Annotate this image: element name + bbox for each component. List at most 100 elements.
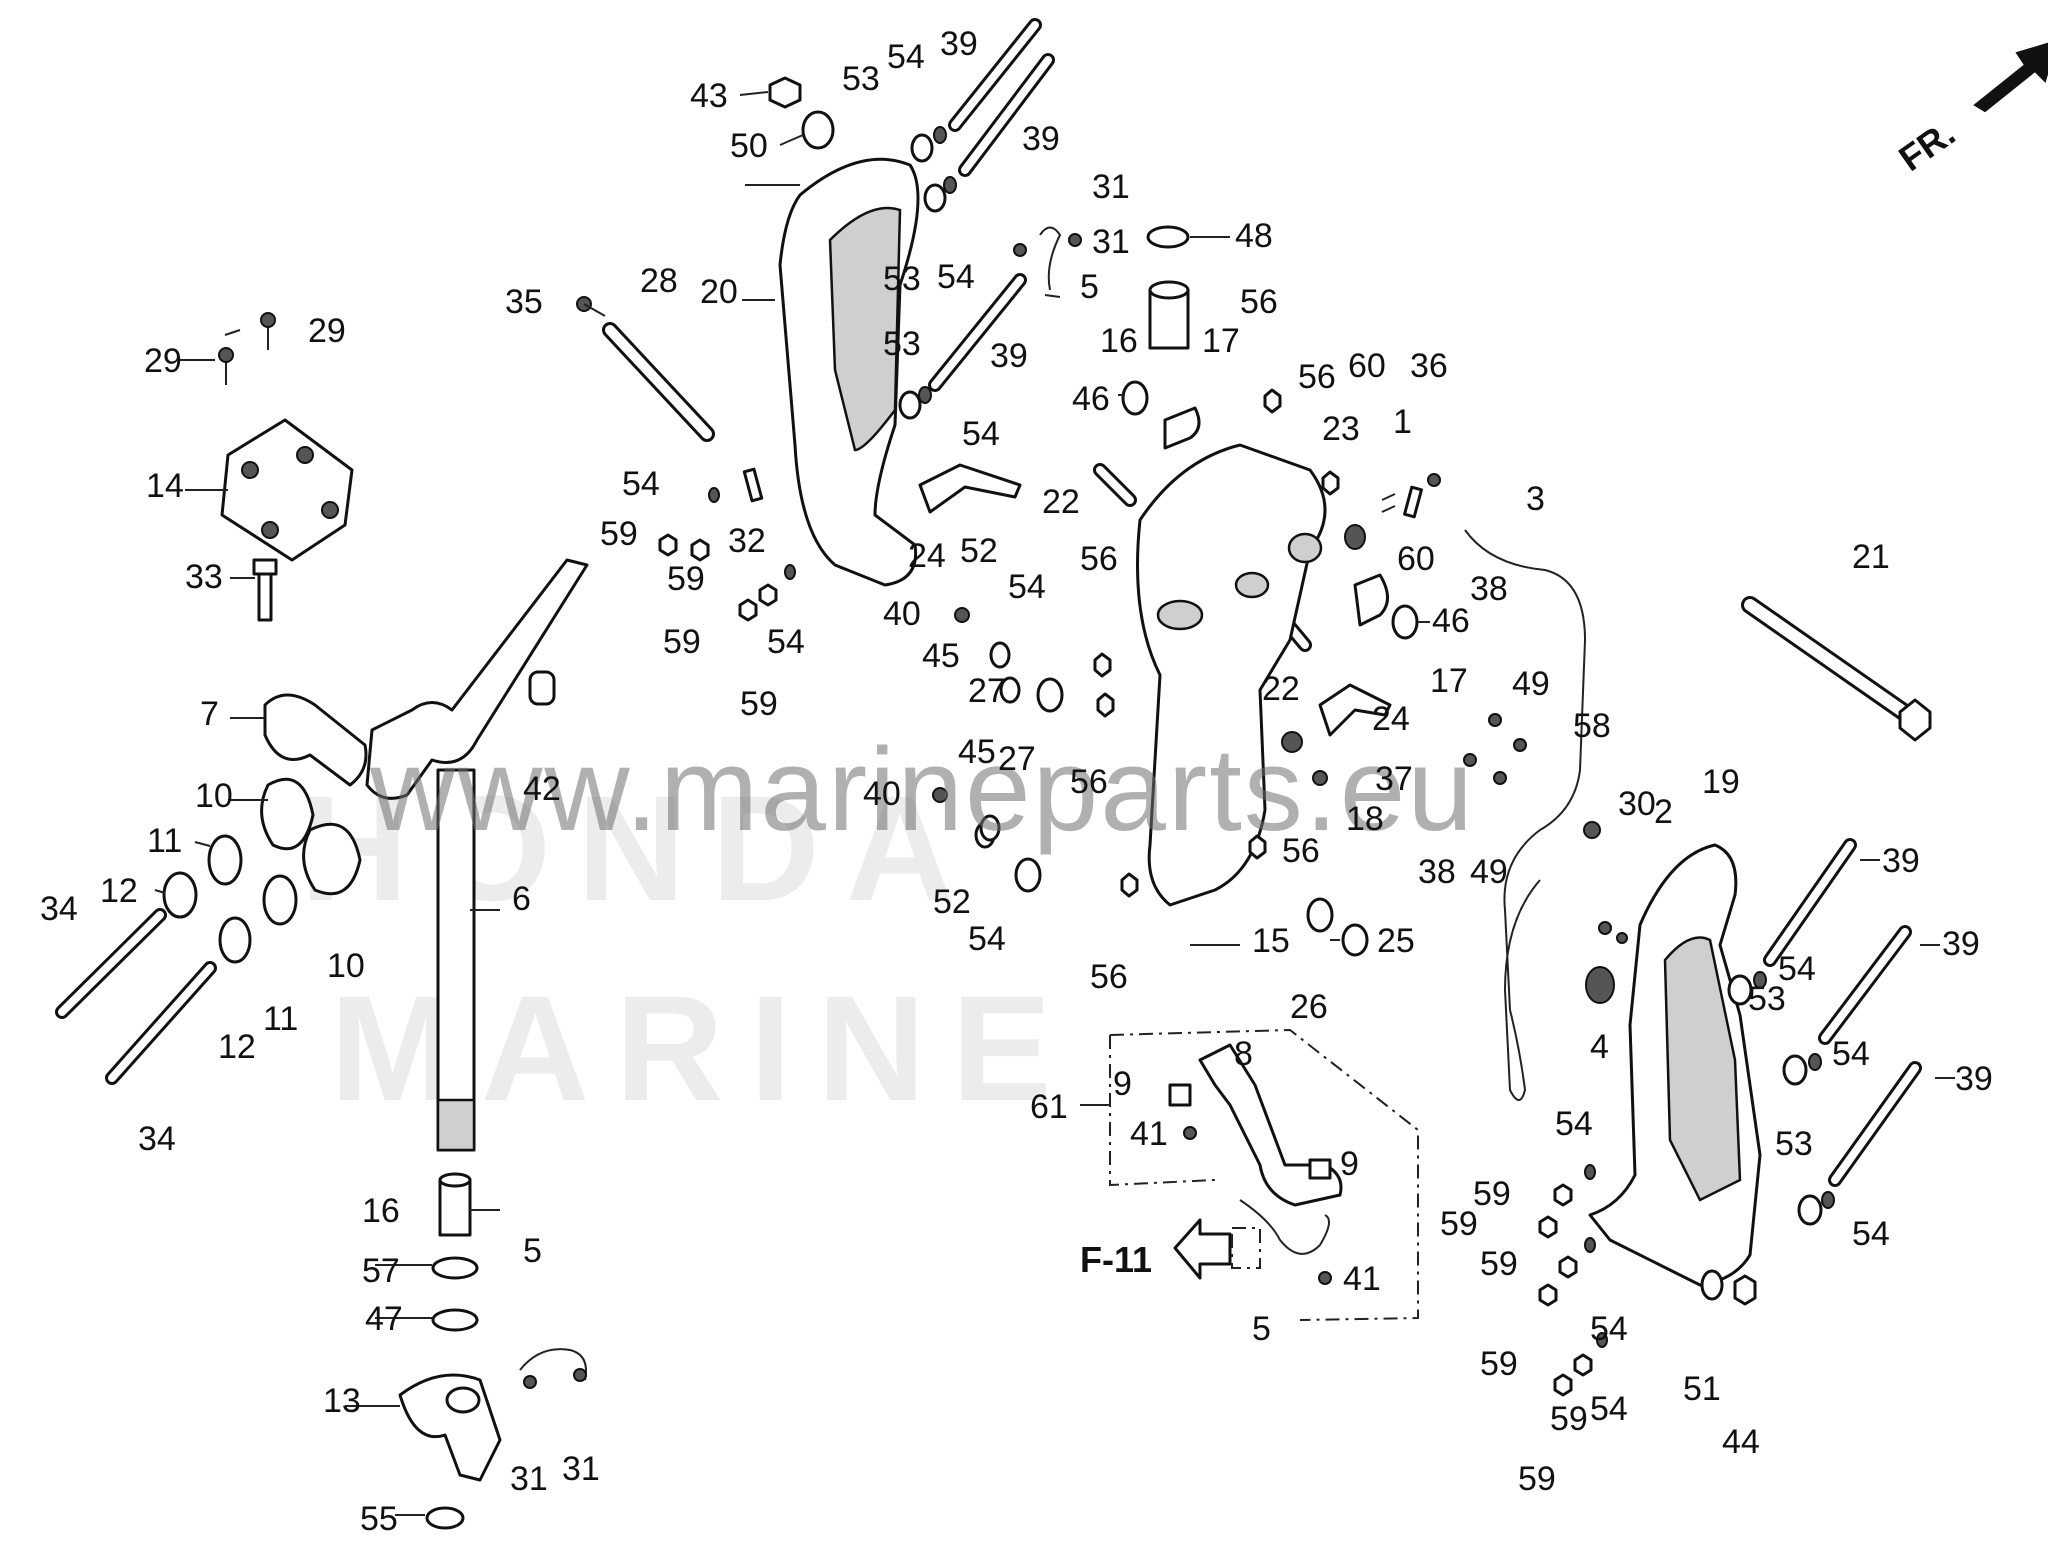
callout-20: 20	[700, 273, 738, 311]
callout-7: 7	[200, 695, 219, 733]
part-59-54-nuts-right	[1538, 1164, 1608, 1397]
callout-19: 19	[1702, 763, 1740, 801]
part-10-mount-rubbers	[260, 777, 362, 896]
callout-56-c: 56	[1080, 540, 1118, 578]
part-56-nuts	[1093, 388, 1340, 898]
part-43-50-nut-washer	[768, 76, 835, 150]
callout-38-upper: 38	[1470, 570, 1508, 608]
part-17-46-lower	[1353, 573, 1419, 640]
callout-16-lower: 16	[362, 1192, 400, 1230]
callout-28: 28	[640, 262, 678, 300]
callout-59-c: 59	[663, 623, 701, 661]
part-40-45-52-27-center	[932, 607, 1064, 893]
callout-36: 36	[1410, 347, 1448, 385]
callout-40-lower: 40	[863, 775, 901, 813]
callout-17-upper: 17	[1202, 322, 1240, 360]
callout-54-m: 54	[1590, 1390, 1628, 1428]
part-5-ground-cable-group	[1239, 1199, 1330, 1255]
callout-31-a: 31	[1092, 168, 1130, 206]
callout-37: 37	[1375, 760, 1413, 798]
callout-10-a: 10	[195, 777, 233, 815]
part-55-o-ring	[425, 1506, 465, 1530]
callout-59-a: 59	[600, 515, 638, 553]
callout-39-right-b: 39	[1942, 925, 1980, 963]
callout-60-upper: 60	[1348, 347, 1386, 385]
part-21-pin	[1741, 596, 1932, 742]
callout-54-k: 54	[1555, 1105, 1593, 1143]
callout-56-d: 56	[1070, 763, 1108, 801]
part-20-stern-bracket	[778, 157, 920, 587]
part-9-41-clips-screws	[1168, 1083, 1332, 1285]
callout-54-f: 54	[1008, 568, 1046, 606]
callout-52-upper: 52	[960, 532, 998, 570]
reference-arrow	[1173, 1218, 1261, 1280]
front-marker-label: FR.	[1891, 112, 1962, 179]
callout-56-f: 56	[1090, 958, 1128, 996]
callout-3: 3	[1526, 480, 1545, 518]
callout-42: 42	[523, 770, 561, 808]
callout-53-right-a: 53	[1748, 980, 1786, 1018]
part-18-37	[1281, 731, 1328, 786]
callout-24-lower: 24	[1372, 700, 1410, 738]
callout-15: 15	[1252, 922, 1290, 960]
part-11-12-washers	[162, 834, 298, 964]
callout-59-f: 59	[1440, 1205, 1478, 1243]
callout-41-b: 41	[1343, 1260, 1381, 1298]
part-46-17-upper	[1121, 380, 1201, 450]
callout-54-a: 54	[887, 38, 925, 76]
callout-22-upper: 22	[1042, 483, 1080, 521]
callout-56-b: 56	[1298, 358, 1336, 396]
callout-41-a: 41	[1130, 1115, 1168, 1153]
callout-11-b: 11	[263, 1000, 298, 1038]
callout-14: 14	[146, 467, 184, 505]
callout-18: 18	[1346, 800, 1384, 838]
part-32-pin	[742, 467, 764, 503]
part-8-bracket	[1198, 1043, 1343, 1207]
callout-54-d: 54	[622, 465, 660, 503]
callout-59-i: 59	[1550, 1400, 1588, 1438]
callout-46-upper: 46	[1072, 380, 1110, 418]
callout-29-left: 29	[144, 342, 182, 380]
callout-25: 25	[1377, 922, 1415, 960]
callout-9-a: 9	[1113, 1065, 1132, 1103]
callout-31-b: 31	[1092, 223, 1130, 261]
part-3-cable	[1464, 529, 1587, 1101]
part-19-stern-bracket	[1588, 843, 1762, 1287]
callout-27-lower: 27	[998, 740, 1036, 778]
callout-39-right-c: 39	[1955, 1060, 1993, 1098]
callout-54-b: 54	[937, 258, 975, 296]
part-13-lower-mount	[398, 1373, 502, 1482]
callout-13: 13	[323, 1382, 361, 1420]
part-14-mount-cover	[220, 418, 354, 562]
callout-22-lower: 22	[1262, 670, 1300, 708]
callout-33: 33	[185, 558, 223, 596]
callout-29-right: 29	[308, 312, 346, 350]
part-34-long-bolts	[55, 908, 217, 1085]
part-53-54-washers-right	[1727, 971, 1835, 1226]
callout-59-b: 59	[667, 560, 705, 598]
part-25-26-washers	[1306, 897, 1369, 957]
callout-54-i: 54	[1832, 1035, 1870, 1073]
callout-49-upper: 49	[1512, 665, 1550, 703]
part-5-ground-cable-upper	[1013, 226, 1082, 291]
part-33-bolt	[252, 558, 278, 622]
callout-32: 32	[728, 522, 766, 560]
part-5-ground-cable-lower	[519, 1348, 587, 1389]
callout-9-b: 9	[1340, 1145, 1359, 1183]
callout-6: 6	[512, 880, 531, 918]
callout-12-a: 12	[100, 872, 138, 910]
callout-48: 48	[1235, 217, 1273, 255]
callout-leader-lines	[154, 91, 1955, 1516]
callout-53-c: 53	[883, 325, 921, 363]
callout-1: 1	[1393, 403, 1412, 441]
callout-5-upper: 5	[1080, 268, 1099, 306]
part-35-bolt	[576, 296, 606, 317]
part-16-bushing	[438, 1172, 472, 1237]
part-6-steering-shaft	[365, 558, 589, 1152]
part-51-44	[1700, 1269, 1757, 1306]
callout-61: 61	[1030, 1088, 1068, 1126]
callout-30: 30	[1618, 785, 1656, 823]
callout-59-g: 59	[1480, 1245, 1518, 1283]
part-15-swivel-case	[1136, 443, 1327, 907]
callout-39-top-a: 39	[940, 25, 978, 63]
